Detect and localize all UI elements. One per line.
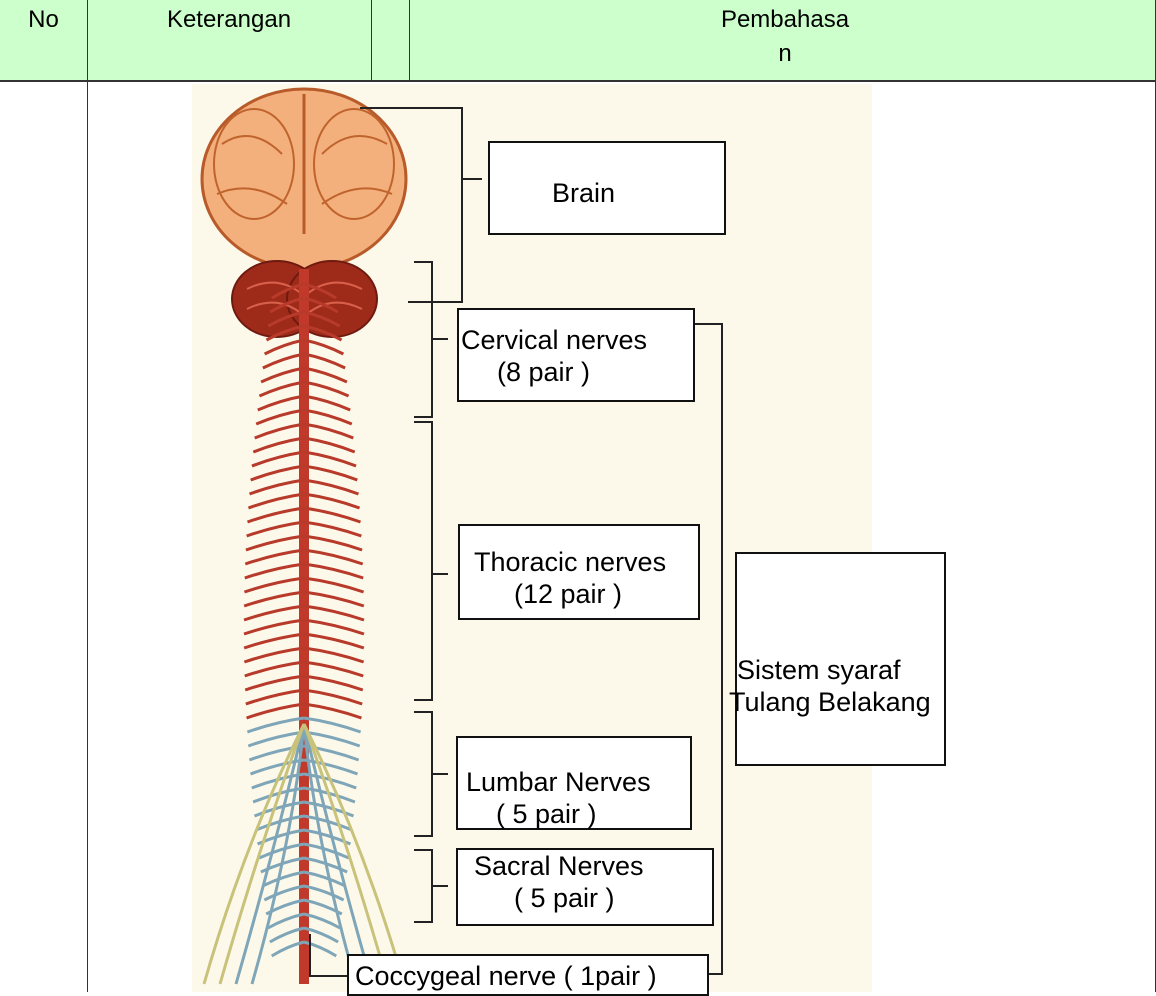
nerve-branch xyxy=(304,914,340,928)
nerve-branch xyxy=(247,704,304,718)
nerve-branch xyxy=(244,578,304,592)
nerve-branch xyxy=(304,648,364,662)
nerve-branch xyxy=(304,522,361,536)
header-pembahasan: Pembahasa n xyxy=(700,7,870,87)
label-cervical-nerves: Cervical nerves (8 pair ) xyxy=(457,308,695,402)
nerve-branch xyxy=(256,410,304,424)
header-no: No xyxy=(0,7,87,87)
nerve-branch xyxy=(304,886,344,900)
nerve-branch xyxy=(244,592,304,606)
nerve-branch xyxy=(246,536,304,550)
nerve-branch xyxy=(304,634,364,648)
nerve-branch xyxy=(304,662,363,676)
table-header-row: No Keterangan Pembahasa n xyxy=(0,0,1156,82)
nerve-branch xyxy=(304,844,349,858)
nerve-branch xyxy=(304,466,357,480)
label-sacral-nerves: Sacral Nerves ( 5 pair ) xyxy=(456,848,714,926)
nerve-branch xyxy=(250,480,304,494)
nerve-branch xyxy=(259,844,304,858)
nerve-branch xyxy=(263,354,304,368)
nerve-branch xyxy=(304,592,364,606)
nerve-branch xyxy=(304,718,361,732)
nerve-branch xyxy=(304,872,345,886)
label-coccygeal-nerve: Coccygeal nerve ( 1pair ) xyxy=(347,954,709,996)
nerve-branch xyxy=(265,340,304,354)
nerve-branch xyxy=(253,438,304,452)
nerve-branch xyxy=(244,620,304,634)
nerve-branch xyxy=(304,676,363,690)
nerve-branch xyxy=(248,494,304,508)
nerve-branch xyxy=(258,396,304,410)
nerve-branch xyxy=(246,690,304,704)
nerve-branch xyxy=(270,928,304,942)
grid-line-ket-col2 xyxy=(409,0,410,80)
nerve-branch xyxy=(304,550,363,564)
nerve-branch xyxy=(304,536,362,550)
nerve-branch xyxy=(304,354,345,368)
nerve-branch xyxy=(255,424,304,438)
nerve-branch xyxy=(245,550,304,564)
nerve-branch xyxy=(252,452,304,466)
label-lumbar-nerves: Lumbar Nerves ( 5 pair ) xyxy=(456,736,692,830)
nerve-branch xyxy=(247,718,304,732)
nerve-branch xyxy=(304,494,360,508)
header-keterangan: Keterangan xyxy=(88,7,370,87)
nerve-branch xyxy=(268,914,304,928)
nerve-branch xyxy=(259,382,304,396)
nerve-branch xyxy=(304,396,350,410)
nerve-branch xyxy=(251,466,304,480)
nerve-branch xyxy=(245,676,304,690)
label-thoracic-nerves: Thoracic nerves (12 pair ) xyxy=(458,524,700,620)
nerve-branch xyxy=(304,452,356,466)
nerve-branch xyxy=(263,872,304,886)
nerve-branch xyxy=(247,522,304,536)
nerve-branch xyxy=(304,410,352,424)
nerve-branch xyxy=(304,382,349,396)
nerve-branch xyxy=(304,564,363,578)
nerve-branch xyxy=(304,340,343,354)
nerve-branch xyxy=(304,438,355,452)
nerve-branch xyxy=(304,424,353,438)
nerve-branch xyxy=(244,634,304,648)
header-pembahasan-line2: n xyxy=(700,41,870,67)
header-pembahasan-line1: Pembahasa xyxy=(700,7,870,33)
label-brain: Brain xyxy=(488,141,726,235)
grid-line-ket-col xyxy=(371,0,372,80)
nerve-branch xyxy=(304,368,347,382)
nerve-branch xyxy=(304,704,361,718)
nerve-branch xyxy=(244,606,304,620)
nerve-branch xyxy=(245,564,304,578)
grid-line-no-col xyxy=(87,0,88,992)
label-spinal-nerve-system: Sistem syaraf Tulang Belakang xyxy=(735,552,946,766)
nerve-branch xyxy=(247,508,304,522)
nerve-branch xyxy=(261,368,304,382)
nerve-branch xyxy=(264,886,304,900)
nerve-branch xyxy=(304,620,364,634)
nerve-branch xyxy=(304,508,361,522)
nervous-system-figure: Brain Cervical nerves (8 pair ) Thoracic… xyxy=(192,84,872,992)
nerve-branch xyxy=(244,648,304,662)
nerve-branch xyxy=(304,606,364,620)
nerve-branch xyxy=(304,480,358,494)
nerve-branch xyxy=(304,578,364,592)
nerve-branch xyxy=(304,690,362,704)
nerve-branch xyxy=(245,662,304,676)
